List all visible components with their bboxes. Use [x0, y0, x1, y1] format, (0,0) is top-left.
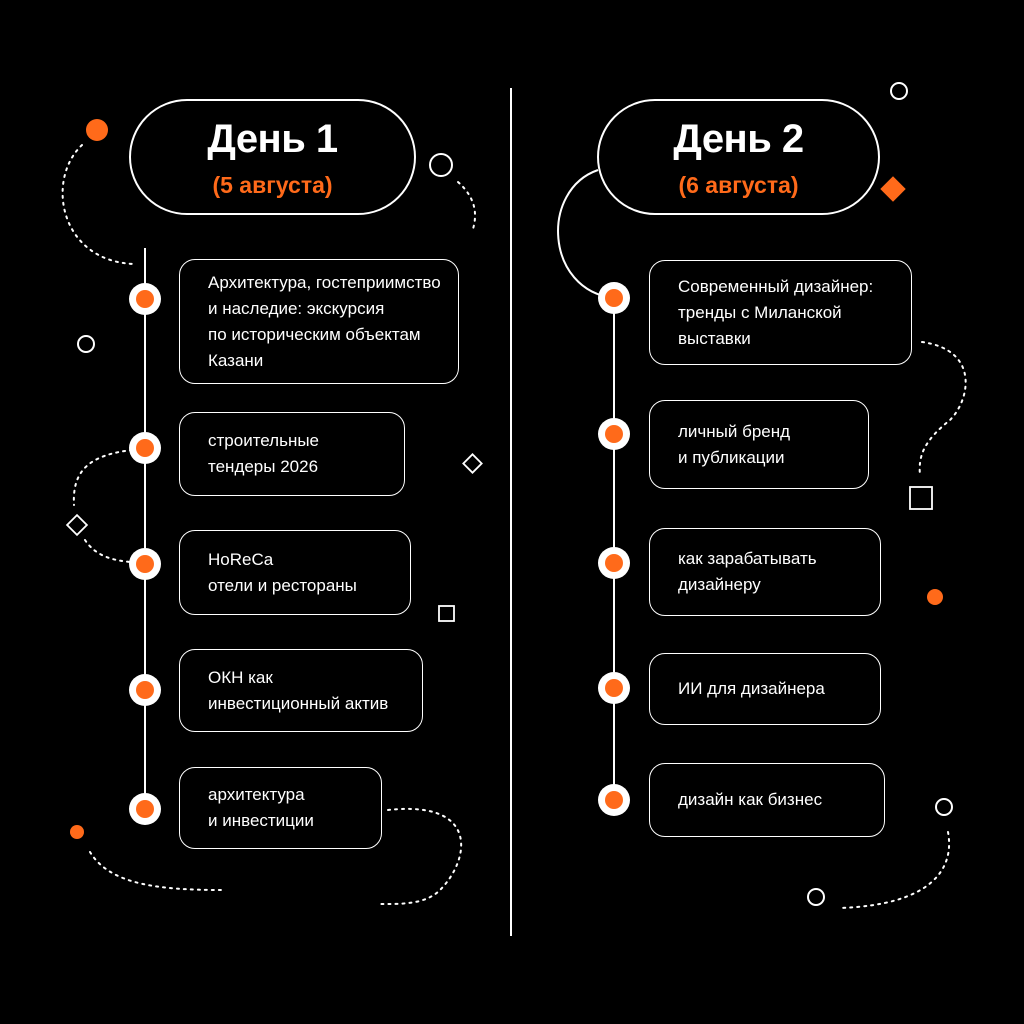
- timeline-node: [598, 672, 630, 704]
- day1-item-label: ОКН как инвестиционный актив: [208, 667, 389, 713]
- day1-item-1: Архитектура, гостеприимство и наследие: …: [179, 259, 459, 384]
- day2-item-5: дизайн как бизнес: [649, 763, 885, 837]
- hollow-diamond: [65, 513, 89, 537]
- day2-item-label: ИИ для дизайнера: [678, 679, 825, 698]
- day2-item-4: ИИ для дизайнера: [649, 653, 881, 725]
- timeline-node: [598, 547, 630, 579]
- day2-item-3: как зарабатывать дизайнеру: [649, 528, 881, 616]
- day1-item-2: строительные тендеры 2026: [179, 412, 405, 496]
- dotted-curve: [84, 539, 131, 563]
- day1-item-label: строительные тендеры 2026: [208, 431, 320, 476]
- orange-dot: [927, 589, 943, 605]
- day2-item-2: личный бренд и публикации: [649, 400, 869, 489]
- dotted-curve: [457, 181, 476, 233]
- hollow-square: [909, 486, 933, 510]
- day1-item-4: ОКН как инвестиционный актив: [179, 649, 423, 732]
- day1-item-label: HoReCa отели и рестораны: [208, 549, 357, 595]
- hollow-circle: [429, 153, 453, 177]
- day1-header: День 1 (5 августа): [129, 99, 416, 215]
- dotted-curve: [72, 449, 133, 506]
- timeline-node: [129, 793, 161, 825]
- hollow-circle: [77, 335, 95, 353]
- day2-item-label: дизайн как бизнес: [678, 790, 823, 809]
- timeline-node: [598, 784, 630, 816]
- day1-item-3: HoReCa отели и рестораны: [179, 530, 411, 615]
- hollow-diamond: [462, 453, 483, 474]
- day2-date: (6 августа): [678, 172, 799, 198]
- hollow-circle: [935, 798, 953, 816]
- day2-title: День 2: [673, 117, 804, 161]
- day2-item-label: как зарабатывать дизайнеру: [678, 549, 817, 594]
- day1-item-5: архитектура и инвестиции: [179, 767, 382, 849]
- day2-item-label: личный бренд и публикации: [678, 421, 791, 467]
- timeline-node: [129, 548, 161, 580]
- timeline-node: [598, 282, 630, 314]
- day2-connector-arc: [557, 169, 615, 299]
- dotted-curve: [839, 831, 950, 909]
- day1-title: День 1: [207, 117, 338, 161]
- dotted-curve: [89, 851, 223, 891]
- orange-dot: [86, 119, 108, 141]
- hollow-circle: [890, 82, 908, 100]
- timeline-node: [129, 432, 161, 464]
- day1-item-label: Архитектура, гостеприимство и наследие: …: [208, 272, 441, 370]
- day2-header: День 2 (6 августа): [597, 99, 880, 215]
- timeline-node: [129, 674, 161, 706]
- hollow-square: [438, 605, 455, 622]
- day1-item-label: архитектура и инвестиции: [208, 785, 314, 830]
- day2-item-label: Современный дизайнер: тренды с Миланской…: [678, 276, 874, 348]
- dotted-curve: [61, 144, 136, 265]
- orange-diamond: [880, 176, 906, 202]
- day2-item-1: Современный дизайнер: тренды с Миланской…: [649, 260, 912, 365]
- timeline-node: [598, 418, 630, 450]
- day1-date: (5 августа): [212, 172, 333, 198]
- orange-dot: [70, 825, 84, 839]
- dotted-curve: [918, 341, 967, 476]
- hollow-circle: [807, 888, 825, 906]
- dotted-curve: [377, 807, 463, 906]
- timeline-node: [129, 283, 161, 315]
